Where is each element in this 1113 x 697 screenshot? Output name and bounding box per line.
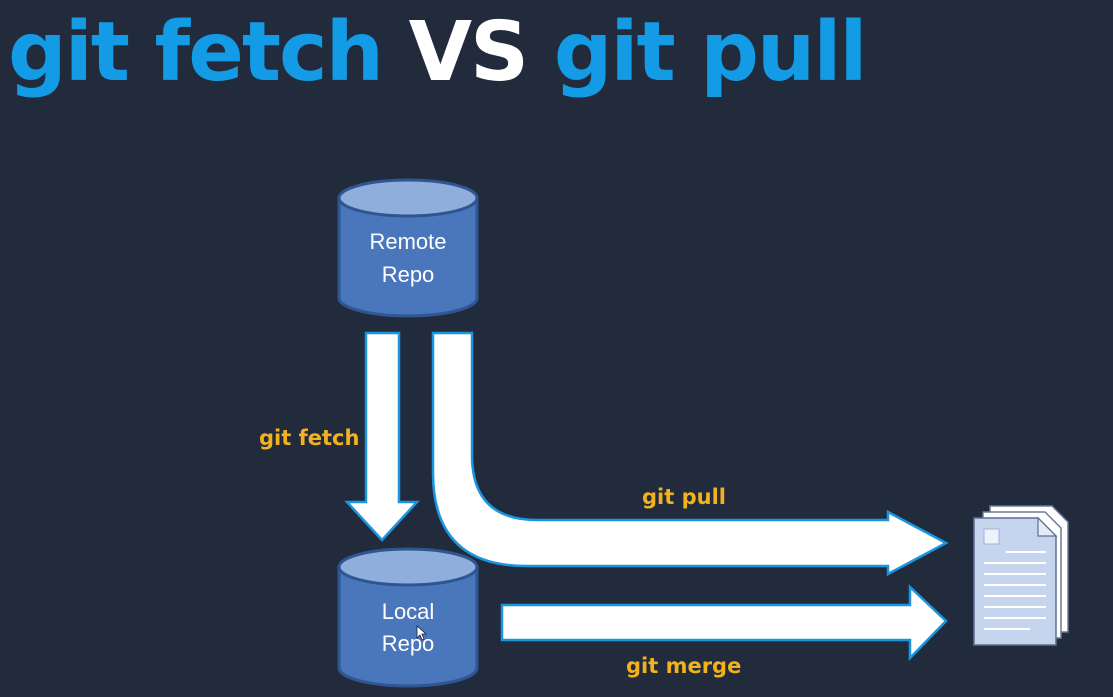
remote-repo-label-line1: Remote bbox=[369, 229, 446, 254]
git-pull-label: git pull bbox=[642, 485, 726, 509]
git-fetch-arrow bbox=[344, 331, 420, 542]
git-pull-arrow bbox=[431, 331, 949, 577]
slide-title: git fetch VS git pull bbox=[8, 5, 868, 100]
document-stack-icon bbox=[973, 505, 1069, 646]
mouse-cursor-icon bbox=[416, 625, 428, 641]
local-repo-label-line1: Local bbox=[382, 599, 435, 624]
git-merge-label: git merge bbox=[626, 654, 741, 678]
title-vs: VS bbox=[408, 5, 530, 100]
git-fetch-label: git fetch bbox=[259, 426, 359, 450]
local-repo-cylinder: Local Repo bbox=[337, 547, 479, 688]
git-merge-arrow bbox=[500, 584, 948, 662]
title-git-fetch: git fetch bbox=[8, 5, 384, 100]
title-git-pull: git pull bbox=[553, 5, 868, 100]
local-repo-label-line2: Repo bbox=[382, 631, 435, 656]
remote-repo-cylinder: Remote Repo bbox=[337, 178, 479, 318]
remote-repo-label-line2: Repo bbox=[382, 262, 435, 287]
